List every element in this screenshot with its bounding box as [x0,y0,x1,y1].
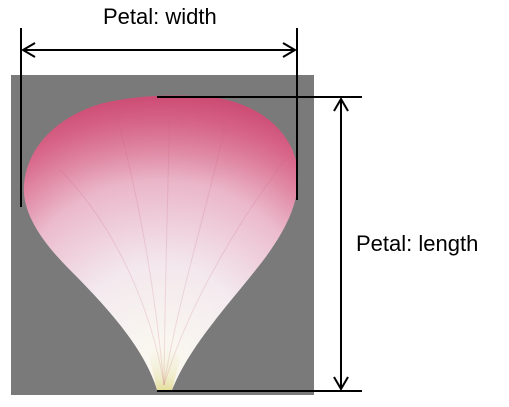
petal-width-label: Petal: width [103,6,217,28]
petal-length-label: Petal: length [356,233,478,255]
